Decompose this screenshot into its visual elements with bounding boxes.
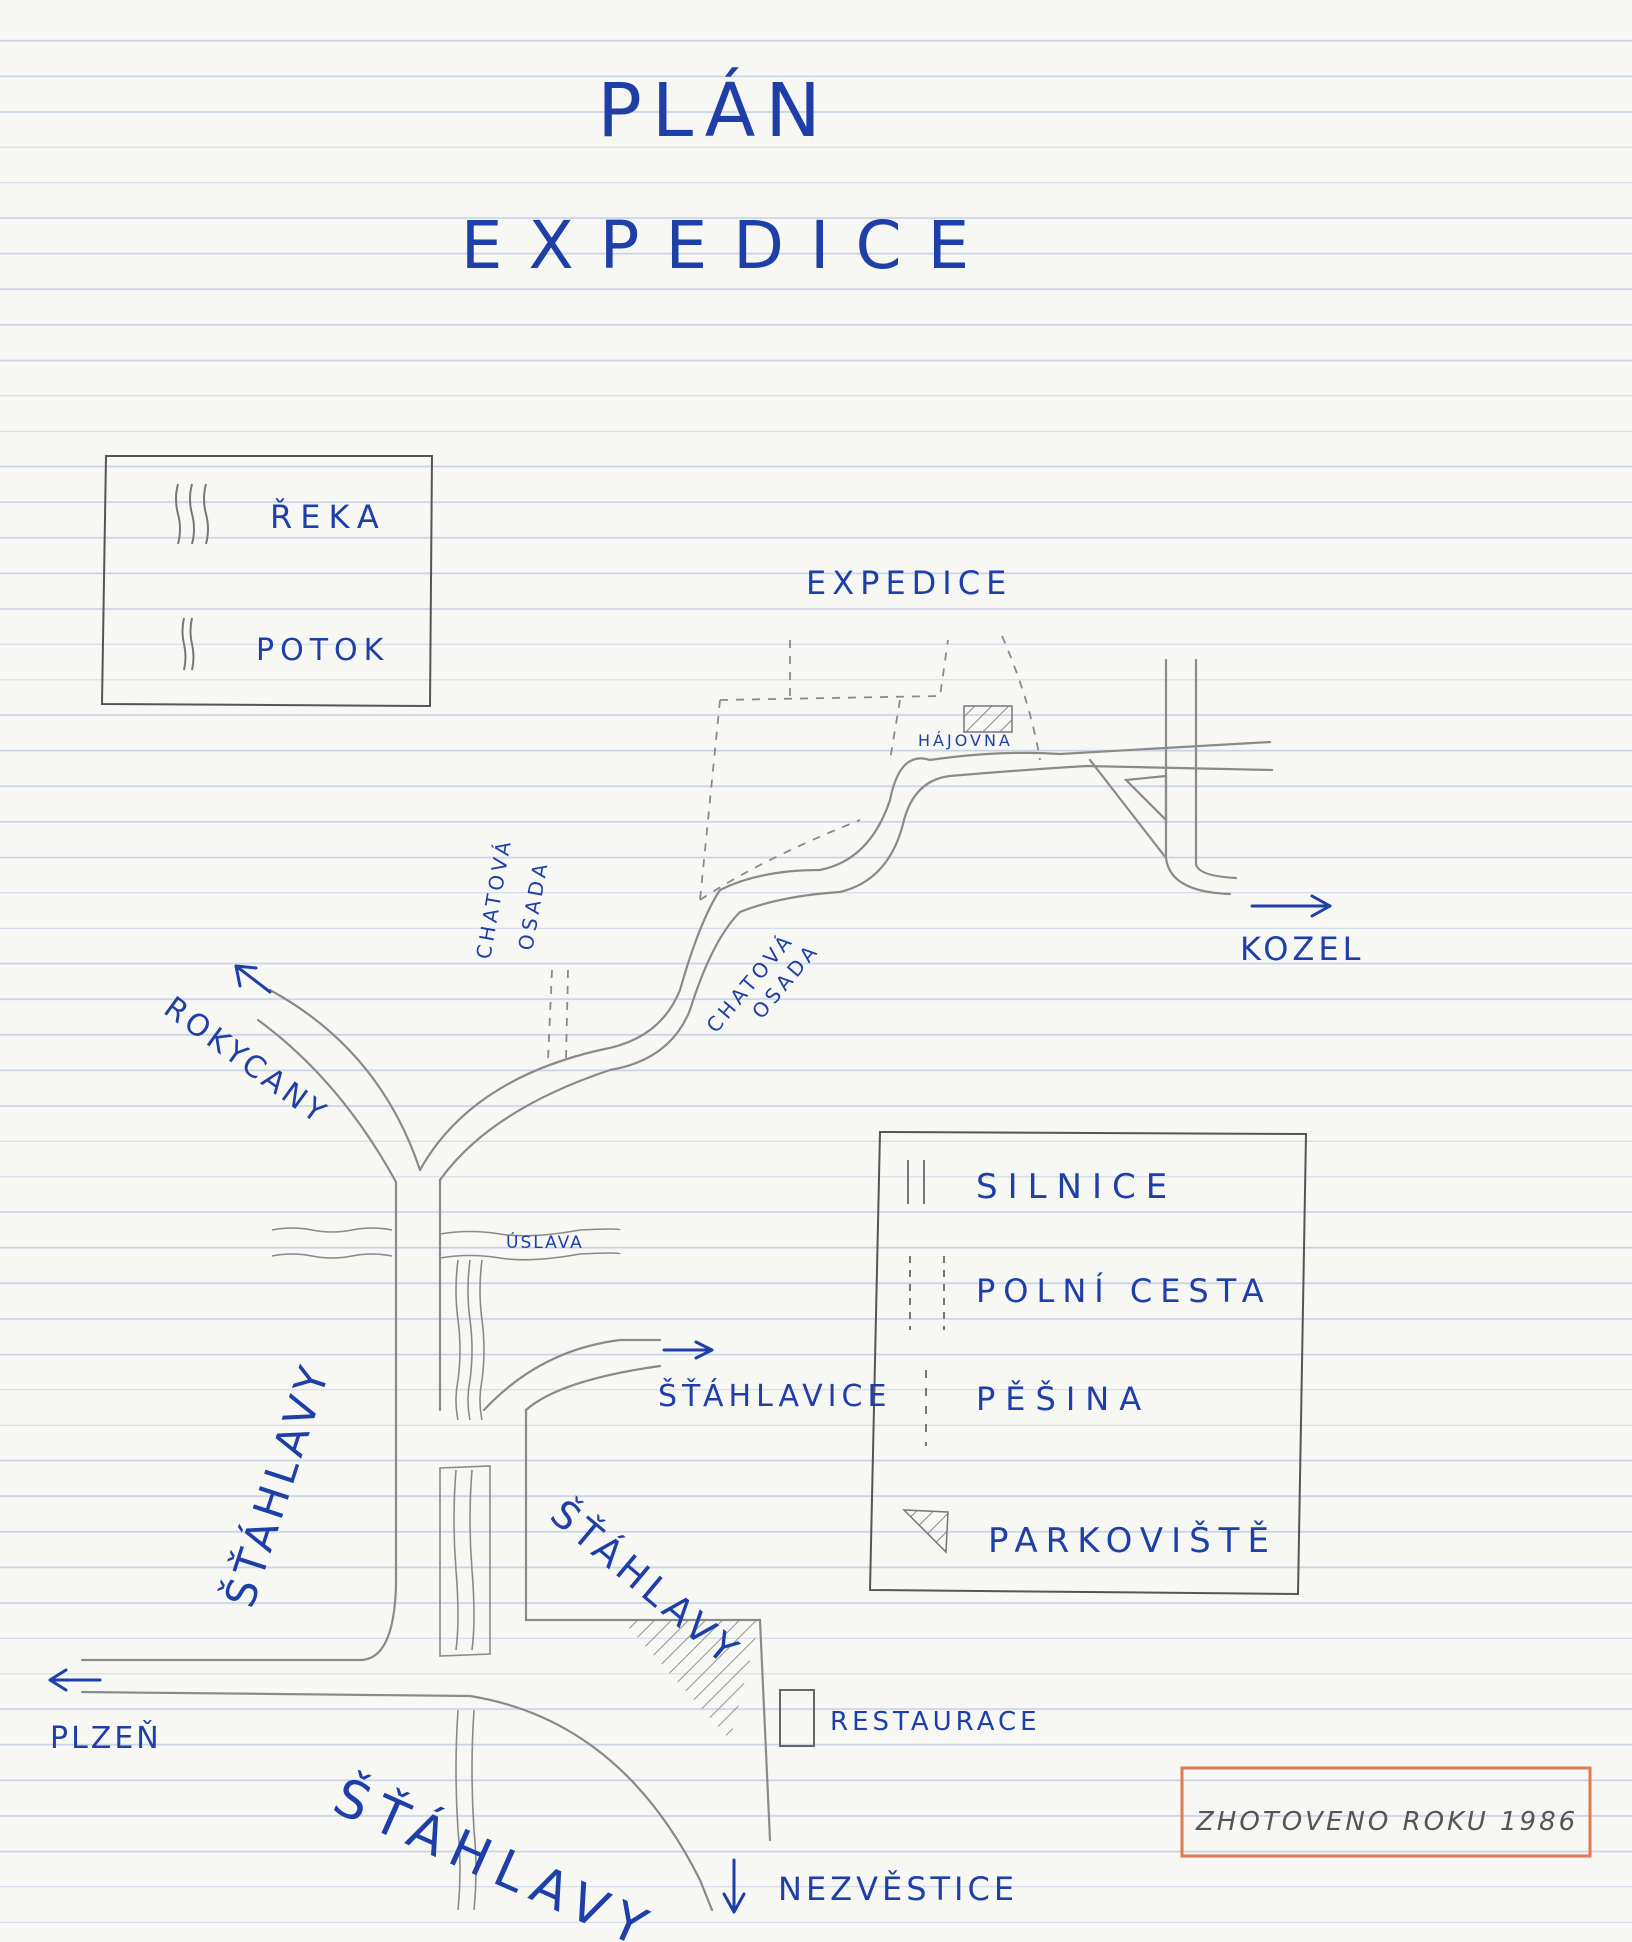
road-rokycany-outer bbox=[268, 988, 422, 1172]
legend-label-parkoviste: PARKOVIŠTĚ bbox=[988, 1520, 1277, 1561]
road-north-lower bbox=[438, 764, 1274, 1182]
road-main-left bbox=[80, 1180, 398, 1662]
road-stahlavice-lower bbox=[524, 1364, 662, 1412]
road-restaurace-edge bbox=[758, 1618, 772, 1842]
legend-water-box: ŘEKA POTOK bbox=[100, 455, 434, 708]
field-path-diagonal bbox=[699, 819, 861, 901]
road-north-upper bbox=[418, 740, 1272, 1172]
label-nezvestice: NEZVĚSTICE bbox=[778, 1870, 1018, 1908]
arrows bbox=[48, 894, 1332, 1914]
road-kozel-left bbox=[1164, 658, 1232, 896]
crossing-triangle bbox=[1123, 774, 1168, 823]
hajovna-building bbox=[963, 705, 1013, 733]
title-line2: EXPEDICE bbox=[461, 207, 996, 284]
label-hajovna: HÁJOVNA bbox=[918, 731, 1013, 750]
svg-text:ROKYCANY: ROKYCANY bbox=[157, 990, 335, 1132]
label-stahlavice: ŠŤÁHLAVICE bbox=[658, 1377, 891, 1414]
parking-symbol bbox=[902, 1509, 949, 1554]
arrow-nezvestice-icon bbox=[722, 1858, 746, 1914]
stamp-text: ZHOTOVENO ROKU 1986 bbox=[1195, 1807, 1578, 1837]
footpath-vertical-1 bbox=[547, 969, 553, 1061]
legend-label-pesina: PĚŠINA bbox=[976, 1379, 1151, 1418]
arrow-plzen-icon bbox=[48, 1668, 102, 1692]
field-path-expedice-left bbox=[719, 639, 949, 701]
river-centre-2 bbox=[453, 1469, 459, 1651]
road-symbol bbox=[907, 1160, 925, 1204]
label-expedice: EXPEDICE bbox=[806, 564, 1012, 602]
label-chatova-osada-1: CHATOVÁ OSADA bbox=[471, 836, 553, 961]
label-stahlavy-left: ŠŤÁHLAVY bbox=[214, 1356, 340, 1613]
road-bottom-curve bbox=[80, 1690, 714, 1912]
river-symbol bbox=[175, 483, 209, 545]
label-rokycany: ROKYCANY bbox=[157, 990, 335, 1132]
svg-text:OSADA: OSADA bbox=[513, 858, 552, 952]
label-stahlavy-bottom: ŠŤÁHLAVY bbox=[325, 1765, 666, 1942]
label-uslava: ÚSLAVA bbox=[506, 1231, 584, 1253]
parking-area bbox=[622, 1620, 760, 1740]
road-rokycany-inner bbox=[256, 1018, 398, 1184]
stream-symbol bbox=[181, 617, 195, 671]
arrow-kozel-icon bbox=[1250, 894, 1332, 918]
rivers bbox=[271, 1227, 621, 1911]
field-path-symbol bbox=[909, 1256, 945, 1330]
river-uslava-left-1 bbox=[271, 1227, 393, 1233]
roads bbox=[80, 658, 1274, 1912]
label-plzen: PLZEŇ bbox=[50, 1720, 162, 1756]
river-uslava-left-2 bbox=[271, 1253, 393, 1259]
label-restaurace: RESTAURACE bbox=[830, 1707, 1041, 1737]
arrow-rokycany-icon bbox=[234, 964, 272, 994]
legend-label-silnice: SILNICE bbox=[976, 1167, 1177, 1207]
svg-text:ŠŤÁHLAVY: ŠŤÁHLAVY bbox=[325, 1765, 666, 1942]
title-line1: PLÁN bbox=[597, 66, 831, 154]
svg-text:ŠŤÁHLAVY: ŠŤÁHLAVY bbox=[542, 1491, 749, 1675]
label-kozel: KOZEL bbox=[1240, 930, 1364, 968]
field-path-vertical bbox=[699, 699, 721, 901]
svg-text:CHATOVÁ: CHATOVÁ bbox=[471, 836, 516, 961]
stamp-highlight-box bbox=[1180, 1766, 1592, 1858]
legend-label-potok: POTOK bbox=[256, 633, 389, 668]
label-chatova-osada-2: CHATOVÁ OSADA bbox=[701, 928, 824, 1038]
svg-text:ŠŤÁHLAVY: ŠŤÁHLAVY bbox=[214, 1356, 340, 1613]
river-centre-1 bbox=[455, 1259, 461, 1421]
road-kozel-right bbox=[1194, 774, 1238, 880]
legend-label-polni-cesta: POLNÍ CESTA bbox=[976, 1272, 1272, 1310]
field-path-hajovna bbox=[1001, 635, 1041, 761]
restaurace-building bbox=[779, 1689, 815, 1747]
river-uslava-right-2 bbox=[439, 1252, 621, 1261]
legend-label-reka: ŘEKA bbox=[270, 498, 387, 536]
label-stahlavy-right: ŠŤÁHLAVY bbox=[542, 1491, 749, 1675]
legend-paths-box: SILNICE POLNÍ CESTA PĚŠINA PARKOVIŠTĚ bbox=[868, 1130, 1308, 1596]
river-uslava-right-1 bbox=[439, 1228, 621, 1237]
road-stahlavice-upper bbox=[482, 1338, 662, 1412]
river-bottom bbox=[455, 1709, 461, 1911]
arrow-stahlavice-icon bbox=[662, 1340, 714, 1360]
field-paths bbox=[547, 635, 1041, 1061]
